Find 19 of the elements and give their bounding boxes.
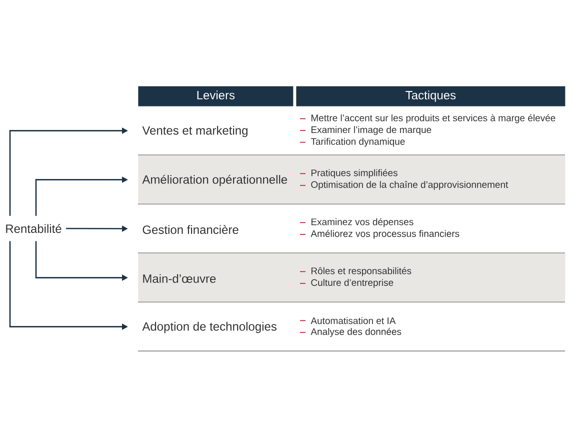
tactic-item: Examinez vos dépenses xyxy=(312,218,414,228)
root-label: Rentabilité xyxy=(6,224,62,233)
lever-label: Amélioration opérationnelle xyxy=(142,174,288,186)
tactic-item: Examiner l’image de marque xyxy=(312,126,432,135)
tactic-item: Pratiques simplifiées xyxy=(312,169,398,178)
tactic-item: Culture d’entreprise xyxy=(311,278,394,288)
tactic-item: Optimisation de la chaîne d’approvisionnement xyxy=(311,180,508,190)
tactic-item: Tarification dynamique xyxy=(310,138,405,147)
tactic-item: Analyse des données xyxy=(310,328,402,337)
lever-label: Gestion financière xyxy=(142,225,238,234)
tactic-item: Améliorez vos processus financiers xyxy=(310,230,460,239)
tactic-item: Automatisation et IA xyxy=(310,317,396,324)
column-header: Tactiques xyxy=(296,86,566,106)
column-header: Leviers xyxy=(138,86,294,106)
lever-label: Main-d’œuvre xyxy=(143,274,216,283)
tactic-item: Mettre l’accent sur les produits et services à marge élevée xyxy=(312,114,556,124)
lever-label: Ventes et marketing xyxy=(142,126,248,138)
lever-label: Adoption de technologies xyxy=(142,322,276,334)
tactic-item: Rôles et responsabilités xyxy=(312,267,412,276)
